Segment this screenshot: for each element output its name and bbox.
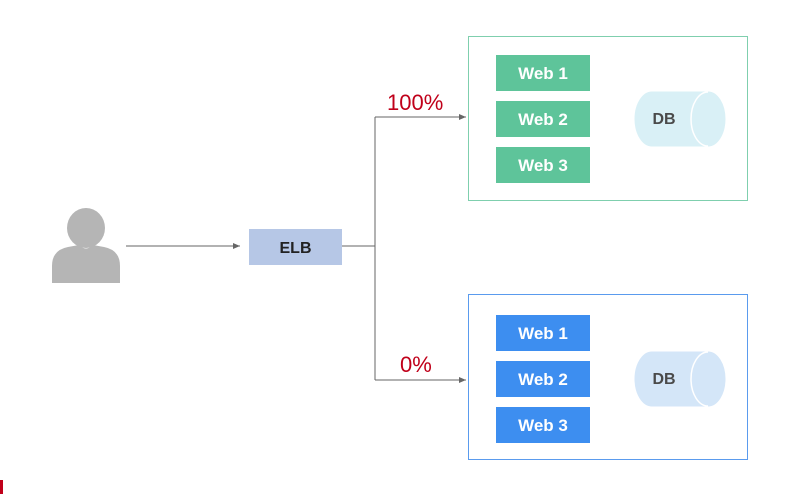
svg-text:Web 3: Web 3 [518, 156, 568, 175]
svg-text:Web 1: Web 1 [518, 324, 568, 343]
database-cylinder-icon [634, 351, 726, 407]
database-blue: DB [634, 351, 726, 407]
database-green: DB [634, 91, 726, 147]
route-percent-blue: 0% [400, 352, 432, 377]
database-cylinder-icon [634, 91, 726, 147]
elb-node: ELB [249, 229, 342, 265]
svg-text:DB: DB [652, 111, 675, 128]
environment-blue: Web 1 Web 2 Web 3 DB [468, 294, 748, 460]
environment-green: Web 1 Web 2 Web 3 DB [468, 36, 748, 201]
route-percent-green: 100% [387, 90, 443, 115]
elb-label: ELB [280, 240, 312, 257]
web-server-blue-2: Web 2 [496, 361, 590, 397]
web-server-blue-3: Web 3 [496, 407, 590, 443]
web-server-green-2: Web 2 [496, 101, 590, 137]
corner-marker [0, 480, 3, 494]
svg-text:DB: DB [652, 371, 675, 388]
web-server-green-1: Web 1 [496, 55, 590, 91]
user-silhouette-icon [52, 208, 120, 283]
svg-text:Web 3: Web 3 [518, 416, 568, 435]
svg-text:Web 2: Web 2 [518, 110, 568, 129]
svg-text:Web 2: Web 2 [518, 370, 568, 389]
web-server-green-3: Web 3 [496, 147, 590, 183]
svg-text:Web 1: Web 1 [518, 64, 568, 83]
routing-connectors [342, 114, 466, 383]
web-server-blue-1: Web 1 [496, 315, 590, 351]
